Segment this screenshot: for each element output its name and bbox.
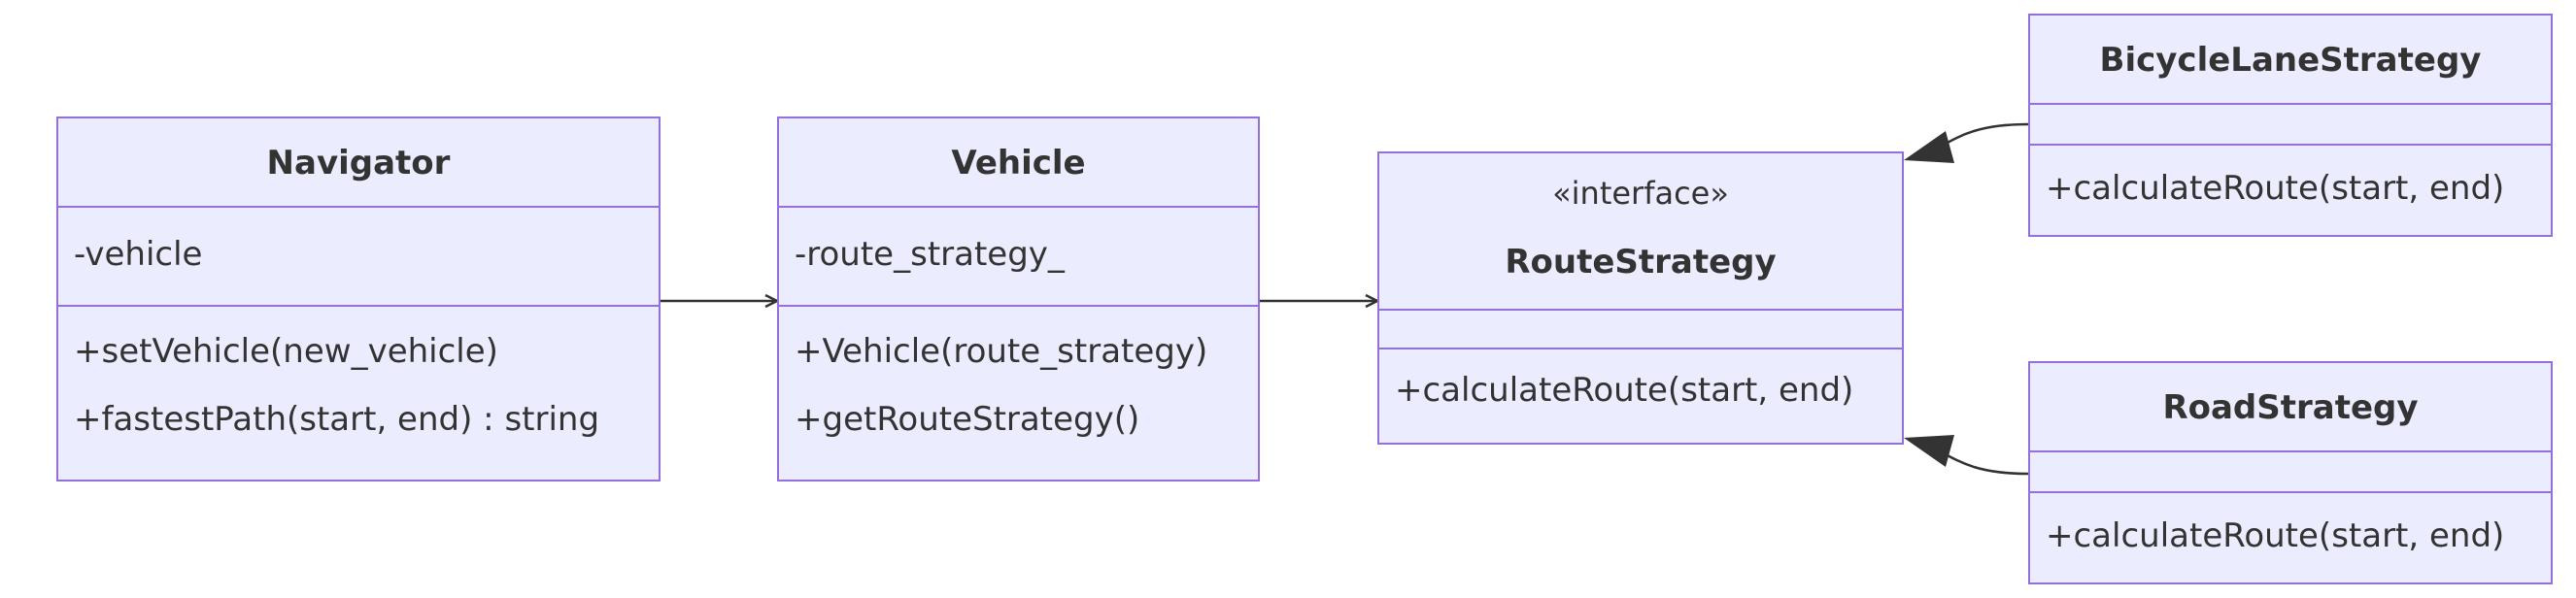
methods-section: +Vehicle(route_strategy) +getRouteStrate…: [779, 307, 1258, 480]
class-name: RouteStrategy: [1505, 243, 1777, 282]
attribute: -vehicle: [74, 235, 203, 274]
methods-section: +calculateRoute(start, end): [1379, 349, 1902, 443]
methods-section: +calculateRoute(start, end): [2030, 493, 2551, 582]
class-vehicle[interactable]: Vehicle -route_strategy_ +Vehicle(route_…: [777, 116, 1260, 482]
attributes-section: -route_strategy_: [779, 208, 1258, 307]
method: +calculateRoute(start, end): [1395, 371, 1854, 410]
class-header: RoadStrategy: [2030, 363, 2551, 452]
attribute: -route_strategy_: [795, 235, 1065, 274]
class-header: Navigator: [58, 118, 659, 208]
class-name: Vehicle: [951, 144, 1086, 183]
class-bicyclelanestrategy[interactable]: BicycleLaneStrategy +calculateRoute(star…: [2028, 14, 2553, 237]
realization-bicyclelane-routestrategy: [1938, 122, 2029, 150]
class-header: BicycleLaneStrategy: [2030, 16, 2551, 105]
stereotype-label: «interface»: [1552, 175, 1729, 212]
method: +fastestPath(start, end) : string: [74, 400, 600, 439]
methods-section: +setVehicle(new_vehicle) +fastestPath(st…: [58, 307, 659, 480]
method: +calculateRoute(start, end): [2046, 169, 2505, 208]
class-name: Navigator: [266, 144, 451, 183]
inheritance-triangle-bottom: [1904, 435, 1954, 467]
attributes-section: -vehicle: [58, 208, 659, 307]
class-name: RoadStrategy: [2162, 388, 2419, 427]
class-navigator[interactable]: Navigator -vehicle +setVehicle(new_vehic…: [56, 116, 661, 482]
method: +calculateRoute(start, end): [2046, 516, 2505, 555]
interface-routestrategy[interactable]: «interface» RouteStrategy +calculateRout…: [1377, 151, 1904, 445]
attributes-section: [2030, 452, 2551, 493]
class-header: «interface» RouteStrategy: [1379, 153, 1902, 311]
method: +Vehicle(route_strategy): [795, 332, 1208, 371]
attributes-section: [1379, 311, 1902, 349]
methods-section: +calculateRoute(start, end): [2030, 146, 2551, 235]
class-roadstrategy[interactable]: RoadStrategy +calculateRoute(start, end): [2028, 361, 2553, 584]
method: +getRouteStrategy(): [795, 400, 1140, 439]
class-header: Vehicle: [779, 118, 1258, 208]
attributes-section: [2030, 105, 2551, 146]
class-name: BicycleLaneStrategy: [2099, 41, 2482, 80]
method: +setVehicle(new_vehicle): [74, 332, 498, 371]
inheritance-triangle-top: [1904, 131, 1954, 163]
realization-road-routestrategy: [1938, 448, 2029, 476]
